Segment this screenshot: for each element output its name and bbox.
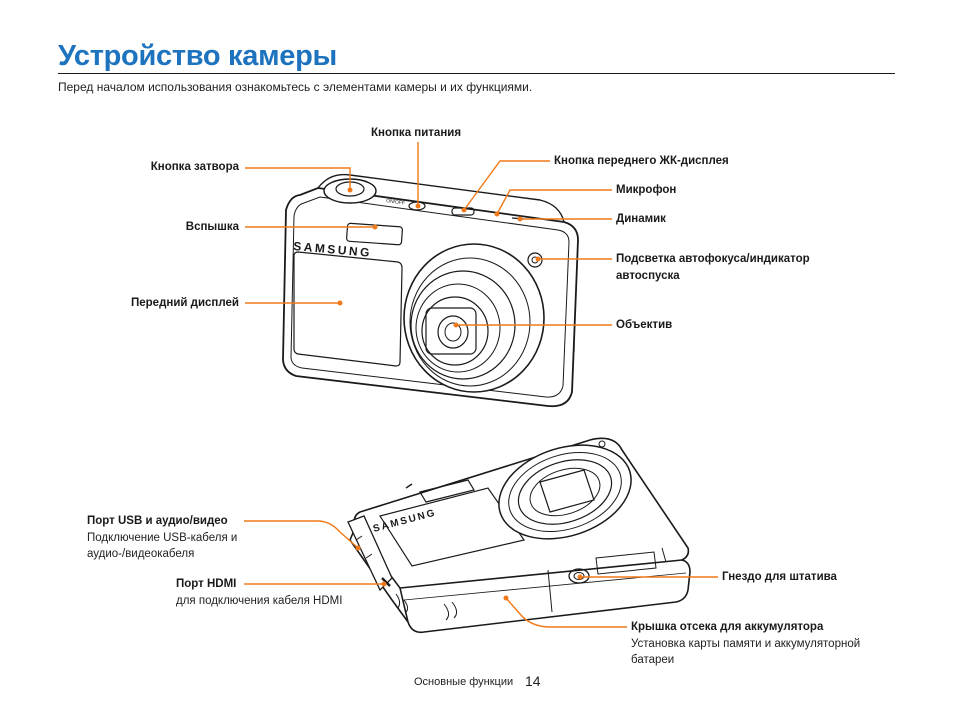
label-shutter-button: Кнопка затвора <box>150 161 239 173</box>
bottom-camera-illustration <box>347 437 691 634</box>
label-hdmi-port: Порт HDMI <box>176 578 237 590</box>
front-callouts <box>245 142 612 328</box>
label-flash: Вспышка <box>185 221 239 233</box>
page-title: Устройство камеры <box>58 40 337 72</box>
label-front-lcd-button: Кнопка переднего ЖК-дисплея <box>554 155 729 167</box>
bottom-callouts <box>244 520 718 628</box>
title-rule <box>58 73 895 74</box>
label-speaker: Динамик <box>616 213 666 225</box>
label-af-lamp-line2: автоспуска <box>616 270 680 282</box>
usb-port-desc-1: Подключение USB-кабеля и <box>87 532 238 544</box>
on-off-marking: ON/OFF <box>386 198 406 207</box>
front-camera-illustration <box>282 173 579 408</box>
label-af-lamp: Подсветка автофокуса/индикатор <box>616 253 810 265</box>
front-brand-logo: SAMSUNG <box>293 239 373 260</box>
label-power-button: Кнопка питания <box>371 127 462 139</box>
battery-cover-desc-2: батареи <box>631 654 675 666</box>
hdmi-port-desc: для подключения кабеля HDMI <box>176 595 343 607</box>
label-microphone: Микрофон <box>616 184 677 196</box>
usb-port-desc-2: аудио-/видеокабеля <box>87 548 195 560</box>
battery-cover-desc-1: Установка карты памяти и аккумуляторной <box>631 638 861 650</box>
footer-section-name: Основные функции <box>414 676 514 688</box>
label-front-display: Передний дисплей <box>131 297 239 309</box>
label-tripod-socket: Гнездо для штатива <box>722 571 837 583</box>
label-usb-av-port: Порт USB и аудио/видео <box>87 515 228 527</box>
label-battery-cover: Крышка отсека для аккумулятора <box>631 621 824 633</box>
page-number: 14 <box>525 673 541 689</box>
intro-text: Перед началом использования ознакомьтесь… <box>58 80 533 94</box>
label-lens: Объектив <box>616 319 673 331</box>
